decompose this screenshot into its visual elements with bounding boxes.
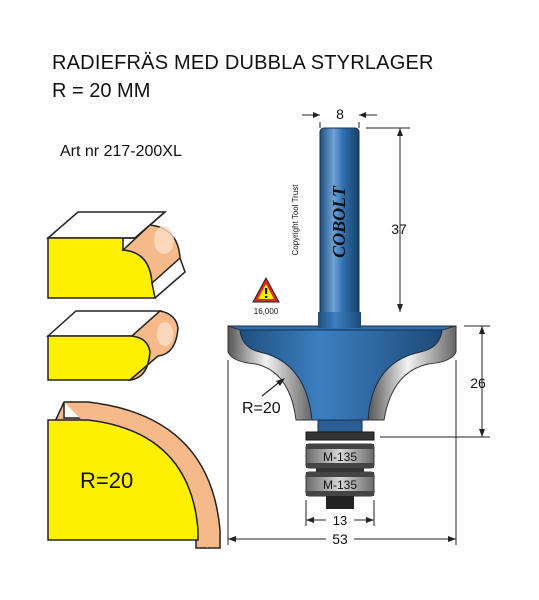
title-line-1: RADIEFRÄS MED DUBBLA STYRLAGER [52,52,434,74]
brand-logo: COBOLT [329,185,349,258]
article-number: Art nr 217-200XL [60,143,182,160]
profile-illustration-top [45,211,186,299]
profile-radius-label: R=20 [80,468,133,493]
cutting-height-label: 26 [470,375,486,391]
bearing-diameter-label: 13 [333,513,347,528]
overall-diameter-label: 53 [332,531,348,547]
radius-label: R=20 [242,400,281,417]
shank-length-label: 37 [391,221,407,237]
bearing-bottom: M-135 [305,471,375,497]
warning-icon: 16,000 [252,276,280,316]
bearing-label-1: M-135 [323,450,357,464]
bearing-top: M-135 [305,443,375,469]
dimension-shank-diameter: 8 [302,106,377,128]
bearing-screw [326,496,354,509]
dimension-cutting-height: 26 [380,325,490,438]
router-cutter-body [227,312,457,441]
radius-pointer: R=20 [242,378,285,417]
bearing-label-2: M-135 [323,478,357,492]
bearing-spacer [316,468,364,472]
profile-cross-section: R=20 [47,401,221,549]
dimension-bearing-diameter: 13 [305,500,375,528]
shank-diameter-label: 8 [336,106,344,122]
profile-illustration-middle [46,310,179,382]
copyright-text: Copyright Tool Trust [291,184,300,256]
warning-rpm: 16,000 [254,307,279,316]
dimension-overall-diameter: 53 [227,360,457,547]
title-line-2: R = 20 MM [52,80,151,102]
dimension-shank-length: 37 [366,127,410,312]
